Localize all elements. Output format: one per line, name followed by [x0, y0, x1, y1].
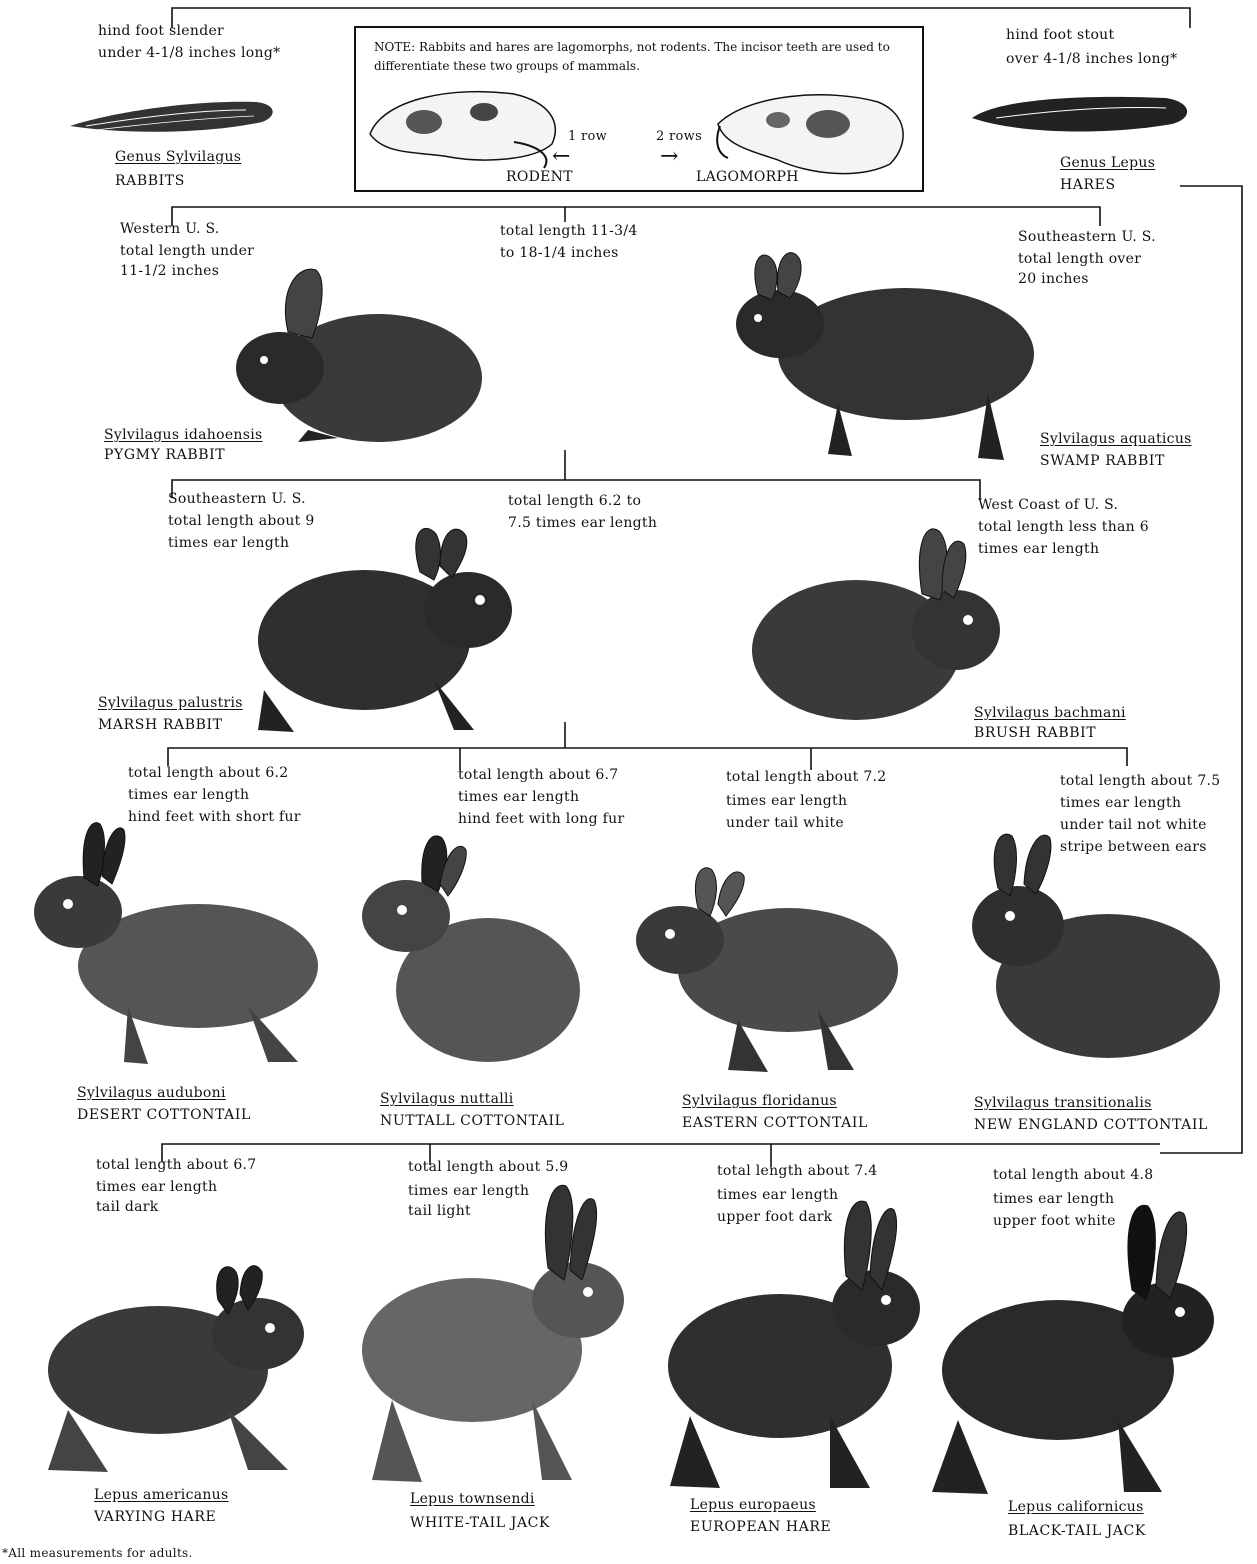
rodent-arrow-icon: ←: [552, 146, 570, 168]
note-text: NOTE: Rabbits and hares are lagomorphs, …: [374, 38, 904, 76]
lepus-criteria-line-2: over 4-1/8 inches long*: [1006, 48, 1177, 70]
new-england-cottontail-illustration: [958, 826, 1230, 1076]
varying-hare-common-name: VARYING HARE: [94, 1506, 216, 1528]
eastern-cottontail-common-name: EASTERN COTTONTAIL: [682, 1112, 868, 1134]
split3-c4-line-1: total length about 7.5: [1060, 770, 1220, 792]
nuttall-cottontail-scientific-name: Sylvilagus nuttalli: [380, 1088, 514, 1110]
swamp-rabbit-illustration: [728, 244, 1046, 468]
rodent-rows-label: 1 row: [568, 126, 607, 148]
brush-rabbit-scientific-name: Sylvilagus bachmani: [974, 702, 1126, 724]
split1-middle-line-1: total length 11-3/4: [500, 220, 638, 242]
split3-c4-line-2: times ear length: [1060, 792, 1181, 814]
split3-c3-line-1: total length about 7.2: [726, 766, 886, 788]
sylvilagus-genus-label: Genus Sylvilagus: [115, 146, 241, 168]
split4-c2-line-1: total length about 5.9: [408, 1156, 568, 1178]
split3-c3-line-2: times ear length: [726, 790, 847, 812]
pygmy-rabbit-illustration: [228, 260, 490, 450]
desert-cottontail-scientific-name: Sylvilagus auduboni: [77, 1082, 226, 1104]
white-tail-jack-common-name: WHITE-TAIL JACK: [410, 1512, 550, 1534]
split3-c1-line-2: times ear length: [128, 784, 249, 806]
lepus-group-label: HARES: [1060, 174, 1116, 196]
sylvilagus-group-label: RABBITS: [115, 170, 185, 192]
black-tail-jack-illustration: [918, 1200, 1224, 1500]
lepus-criteria-line-1: hind foot stout: [1006, 24, 1114, 46]
brush-rabbit-illustration: [746, 520, 1026, 726]
lagomorph-arrow-icon: →: [660, 146, 678, 168]
split4-c3-line-1: total length about 7.4: [717, 1160, 877, 1182]
white-tail-jack-illustration: [332, 1180, 632, 1490]
split4-c1-line-1: total length about 6.7: [96, 1154, 256, 1176]
split1-middle-line-2: to 18-1/4 inches: [500, 242, 619, 264]
varying-hare-illustration: [28, 1260, 318, 1480]
european-hare-common-name: EUROPEAN HARE: [690, 1516, 831, 1538]
nuttall-cottontail-illustration: [348, 830, 584, 1076]
split3-c2-line-1: total length about 6.7: [458, 764, 618, 786]
rodent-skull-illustration: [364, 82, 564, 172]
nuttall-cottontail-common-name: NUTTALL COTTONTAIL: [380, 1110, 565, 1132]
lepus-genus-label: Genus Lepus: [1060, 152, 1155, 174]
split4-c4-line-1: total length about 4.8: [993, 1164, 1153, 1186]
hare-hind-foot-illustration: [966, 88, 1200, 140]
european-hare-illustration: [650, 1196, 928, 1496]
split1-left-line-1: Western U. S.: [120, 218, 220, 240]
pygmy-rabbit-common-name: PYGMY RABBIT: [104, 444, 225, 466]
split3-c2-line-2: times ear length: [458, 786, 579, 808]
pygmy-rabbit-scientific-name: Sylvilagus idahoensis: [104, 424, 262, 446]
brush-rabbit-common-name: BRUSH RABBIT: [974, 722, 1096, 744]
split4-c1-line-3: tail dark: [96, 1196, 159, 1218]
marsh-rabbit-illustration: [244, 520, 542, 740]
swamp-rabbit-common-name: SWAMP RABBIT: [1040, 450, 1165, 472]
footnote: *All measurements for adults.: [2, 1542, 193, 1564]
split4-c1-line-2: times ear length: [96, 1176, 217, 1198]
sylvilagus-criteria-line-2: under 4-1/8 inches long*: [98, 42, 280, 64]
marsh-rabbit-common-name: MARSH RABBIT: [98, 714, 223, 736]
rabbit-hind-foot-illustration: [66, 92, 280, 142]
new-england-cottontail-scientific-name: Sylvilagus transitionalis: [974, 1092, 1152, 1114]
black-tail-jack-common-name: BLACK-TAIL JACK: [1008, 1520, 1146, 1542]
split1-left-line-2: total length under: [120, 240, 254, 262]
rodent-label: RODENT: [506, 166, 573, 188]
eastern-cottontail-illustration: [628, 860, 912, 1086]
lagomorph-label: LAGOMORPH: [696, 166, 799, 188]
varying-hare-scientific-name: Lepus americanus: [94, 1484, 228, 1506]
desert-cottontail-common-name: DESERT COTTONTAIL: [77, 1104, 251, 1126]
split3-c1-line-1: total length about 6.2: [128, 762, 288, 784]
swamp-rabbit-scientific-name: Sylvilagus aquaticus: [1040, 428, 1192, 450]
black-tail-jack-scientific-name: Lepus californicus: [1008, 1496, 1144, 1518]
split3-c3-line-3: under tail white: [726, 812, 844, 834]
lagomorph-note-box: NOTE: Rabbits and hares are lagomorphs, …: [354, 26, 924, 192]
split2-middle-line-1: total length 6.2 to: [508, 490, 641, 512]
desert-cottontail-illustration: [28, 816, 324, 1076]
marsh-rabbit-scientific-name: Sylvilagus palustris: [98, 692, 243, 714]
sylvilagus-criteria-line-1: hind foot slender: [98, 20, 224, 42]
split2-right-line-1: West Coast of U. S.: [978, 494, 1118, 516]
european-hare-scientific-name: Lepus europaeus: [690, 1494, 816, 1516]
split3-c2-line-3: hind feet with long fur: [458, 808, 624, 830]
white-tail-jack-scientific-name: Lepus townsendi: [410, 1488, 535, 1510]
eastern-cottontail-scientific-name: Sylvilagus floridanus: [682, 1090, 837, 1112]
split1-left-line-3: 11-1/2 inches: [120, 260, 219, 282]
split2-left-line-1: Southeastern U. S.: [168, 488, 306, 510]
new-england-cottontail-common-name: NEW ENGLAND COTTONTAIL: [974, 1114, 1208, 1136]
